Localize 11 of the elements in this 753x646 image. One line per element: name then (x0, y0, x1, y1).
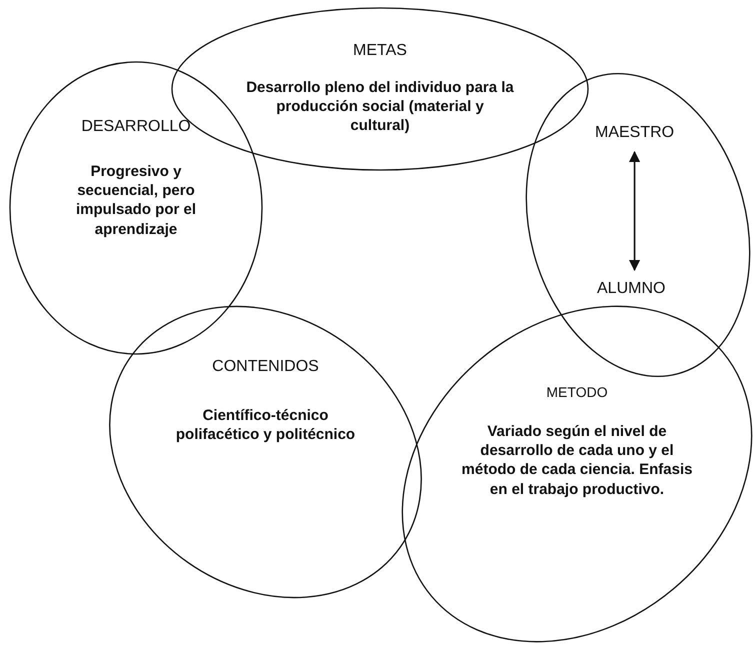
label-text: MAESTRO (595, 124, 674, 142)
heading-text: CONTENIDOS (212, 358, 319, 376)
label-text: ALUMNO (597, 280, 666, 298)
double-arrow (628, 150, 640, 272)
description-text: Científico-técnico polifacético y politécnico (174, 406, 356, 444)
heading-text: METAS (353, 42, 407, 60)
description-text: Progresivo y secuencial, pero impulsado por el aprendizaje (74, 162, 197, 239)
description-text: Desarrollo pleno del individuo para la producción social (material y cultural) (245, 78, 515, 136)
heading-text: DESARROLLO (81, 118, 191, 136)
description-text: Variado según el nivel de desarrollo de cada uno y el método de cada ciencia. Enfasis en el trabajo productivo. (460, 422, 694, 499)
heading-text: METODO (546, 384, 608, 400)
